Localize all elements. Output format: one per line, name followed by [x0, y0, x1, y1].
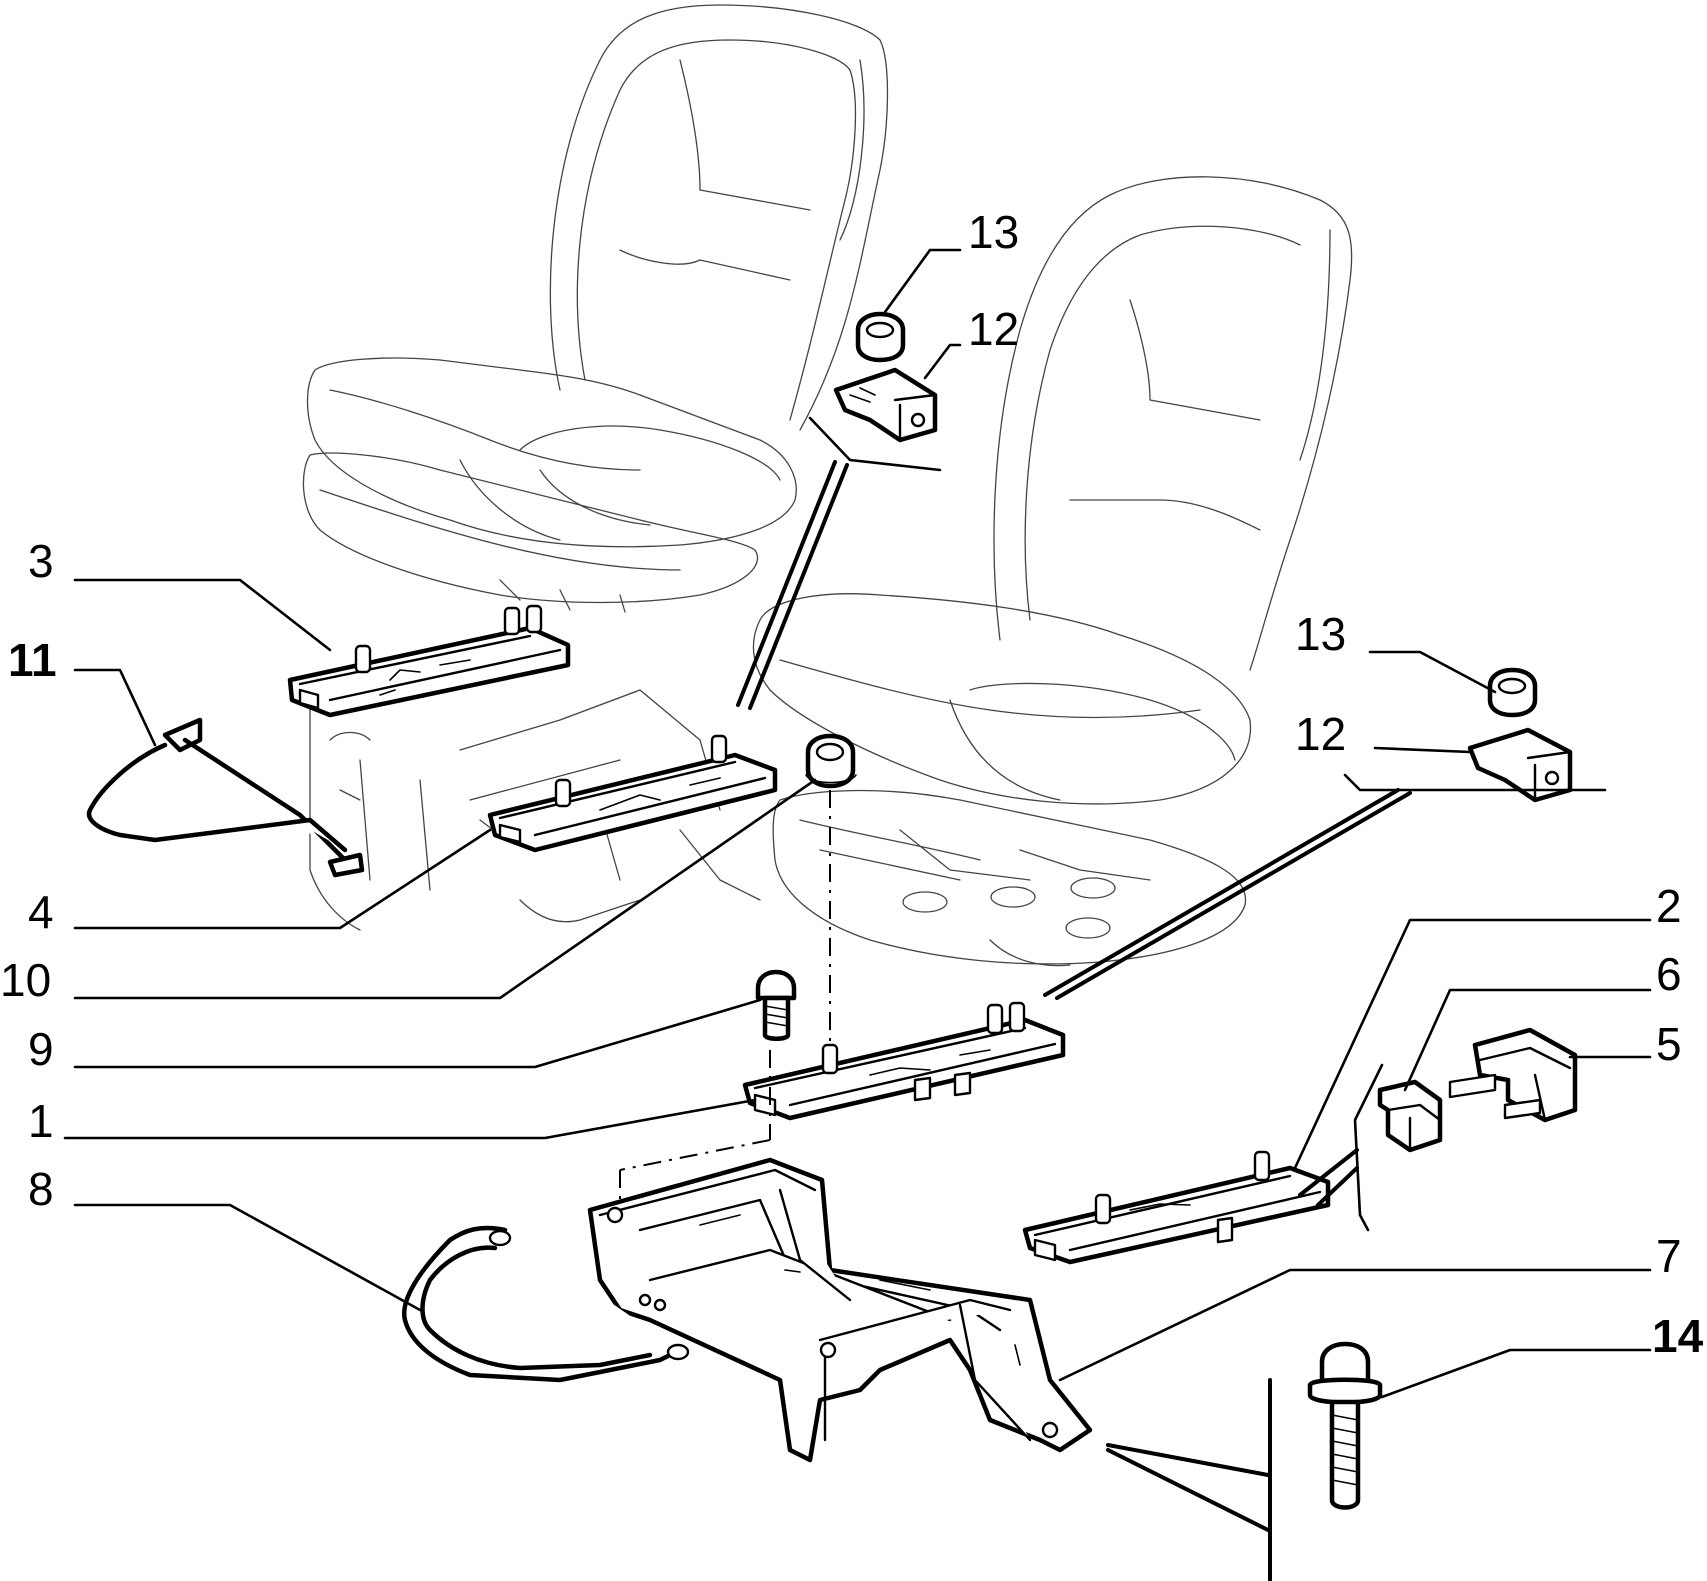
label-11: 11 [8, 634, 57, 686]
seat-rail-part-2 [1022, 1150, 1331, 1265]
label-9: 9 [28, 1023, 54, 1075]
seat-rail-part-3 [287, 604, 571, 718]
label-2: 2 [1656, 880, 1682, 932]
label-6: 6 [1656, 948, 1682, 1000]
label-5: 5 [1656, 1018, 1682, 1070]
label-4: 4 [28, 886, 54, 938]
label-10: 10 [0, 954, 51, 1006]
clip-part-6 [1377, 1079, 1443, 1153]
right-seat-outline [752, 176, 1353, 967]
label-14: 14 [1652, 1310, 1704, 1362]
bolt-part-14 [1307, 1341, 1383, 1510]
bolt-part-9 [755, 969, 797, 1041]
seat-rail-part-1 [742, 1001, 1066, 1121]
label-3: 3 [28, 535, 54, 587]
label-8: 8 [28, 1163, 54, 1215]
bracket-part-12-top [833, 367, 938, 443]
clip-part-5 [1448, 1027, 1578, 1123]
label-13-right: 13 [1295, 608, 1346, 660]
bracket-part-12-right [1467, 727, 1573, 803]
label-13-top: 13 [968, 206, 1019, 258]
label-1: 1 [28, 1095, 54, 1147]
seat-rail-part-4 [487, 734, 778, 853]
label-12-right: 12 [1295, 708, 1346, 760]
nut-part-13-right [1487, 667, 1538, 718]
label-12-top: 12 [968, 303, 1019, 355]
nut-part-10 [805, 733, 857, 789]
alignment-line [619, 1139, 771, 1171]
seat-base-frame-part-7 [587, 1157, 1093, 1463]
nut-part-13-top [855, 311, 906, 363]
handle-bar-part-11 [86, 717, 365, 878]
label-7: 7 [1656, 1230, 1682, 1282]
bar-part-8 [401, 1225, 690, 1383]
leader-lines [63, 248, 1652, 1581]
